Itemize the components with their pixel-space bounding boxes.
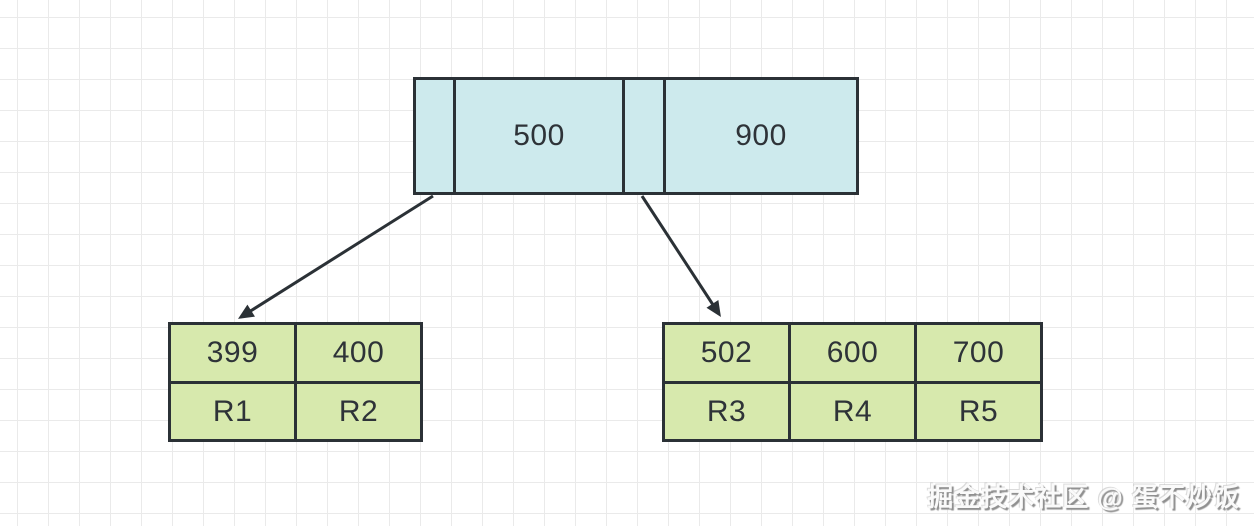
arrow-root-to-right-leaf: [640, 195, 721, 317]
right-leaf-record-cell: R5: [917, 384, 1040, 439]
watermark: 掘金技术社区 @ 蛋不炒饭: [927, 482, 1240, 512]
left-leaf-key-cell: 399: [171, 325, 294, 381]
root-key-cell-1: 500: [456, 80, 622, 192]
right-leaf-record-cell: R4: [791, 384, 914, 439]
root-child-pointer-right: [625, 80, 663, 192]
right-leaf-record-cell: R3: [665, 384, 788, 439]
btree-left-leaf-node: 399 400 R1 R2: [168, 322, 423, 442]
right-leaf-key-cell: 700: [917, 325, 1040, 381]
left-leaf-key-cell: 400: [297, 325, 420, 381]
left-leaf-record-cell: R2: [297, 384, 420, 439]
right-leaf-key-cell: 502: [665, 325, 788, 381]
root-child-pointer-left: [416, 80, 453, 192]
btree-root-node: 500 900: [413, 77, 859, 195]
right-leaf-key-cell: 600: [791, 325, 914, 381]
root-key-cell-2: 900: [666, 80, 856, 192]
left-leaf-record-cell: R1: [171, 384, 294, 439]
btree-right-leaf-node: 502 600 700 R3 R4 R5: [662, 322, 1043, 442]
arrow-root-to-left-leaf: [238, 194, 434, 319]
